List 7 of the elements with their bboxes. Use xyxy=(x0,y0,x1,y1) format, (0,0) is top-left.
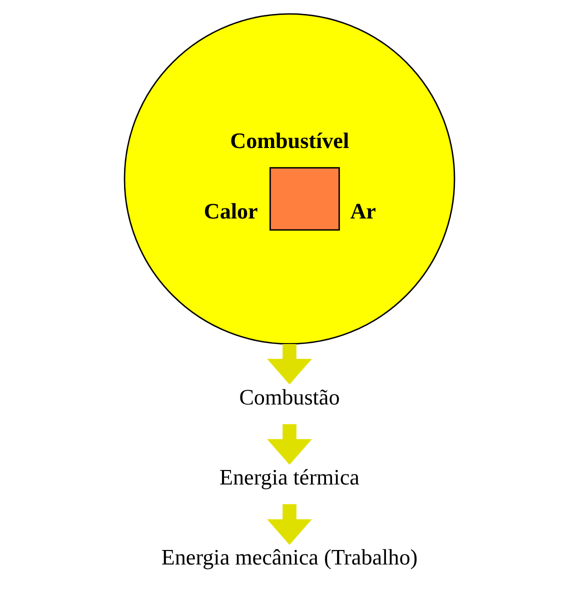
arrow xyxy=(266,424,312,465)
arrow xyxy=(266,344,312,384)
node-text: Energia térmica xyxy=(219,464,359,490)
arrow xyxy=(266,504,312,545)
node-text: Combustão xyxy=(238,384,340,410)
node-text: Energia mecânica (Trabalho) xyxy=(160,544,418,570)
node-circle: Combustível Calor Ar xyxy=(123,13,455,345)
